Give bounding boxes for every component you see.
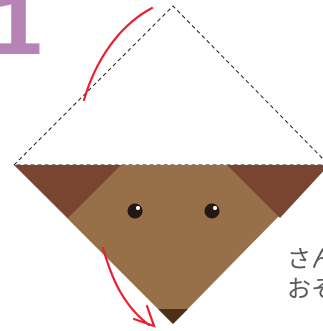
instruction-line-2: おそ [287, 275, 323, 303]
left-eye [128, 204, 143, 219]
instruction-text: さん おそ [287, 244, 323, 304]
fold-guide-outline [14, 6, 323, 165]
fold-arrowhead-icon [134, 306, 154, 326]
right-eye [205, 204, 220, 219]
instruction-line-1: さん [287, 245, 323, 273]
dog-nose [158, 309, 188, 324]
